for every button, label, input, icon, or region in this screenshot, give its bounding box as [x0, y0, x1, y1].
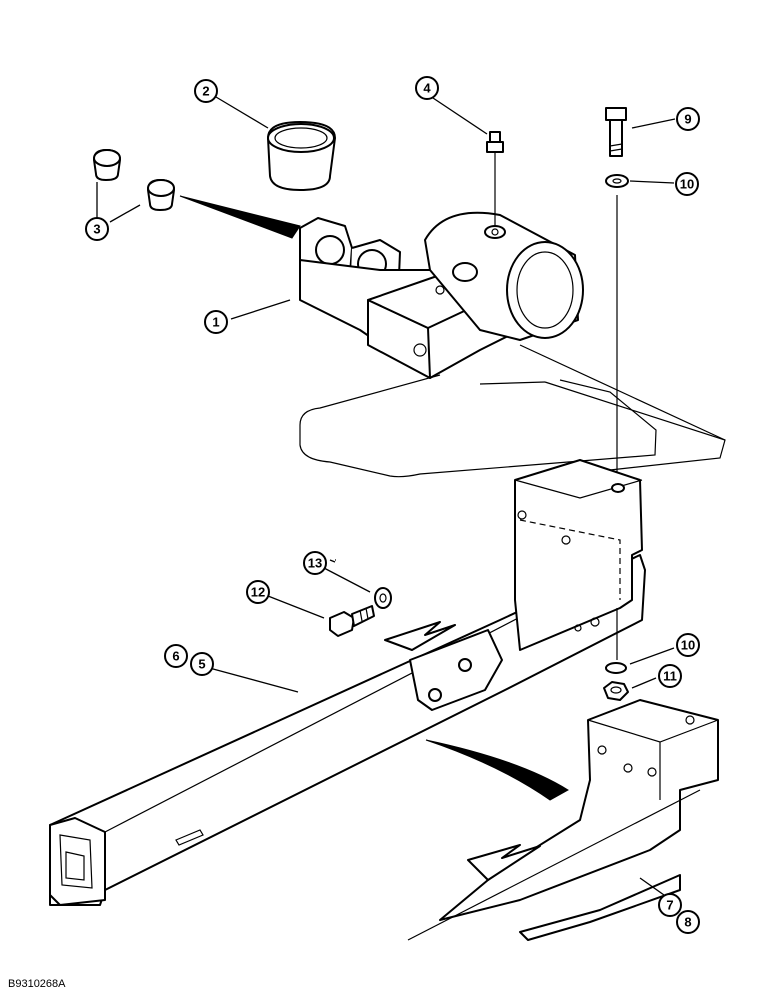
- bolt-9: [605, 107, 627, 157]
- reference-outline: [299, 344, 726, 478]
- direction-arrow-upper: [179, 195, 301, 239]
- callout-circle: [415, 76, 439, 100]
- callout-circle: [675, 172, 699, 196]
- callout-c2: 2: [194, 79, 218, 103]
- callout-label: 10: [680, 177, 694, 192]
- callout-label: 1: [212, 315, 219, 330]
- callout-circle: [303, 551, 327, 575]
- callout-label: 9: [684, 112, 691, 127]
- callout-label: 2: [202, 84, 209, 99]
- callout-c1: 1: [204, 310, 228, 334]
- bushing-lower: [147, 179, 175, 211]
- leader-lines: [96, 96, 676, 896]
- callout-c10b: 10: [676, 633, 700, 657]
- callout-c7: 7: [658, 893, 682, 917]
- callout-circle: [204, 310, 228, 334]
- callout-circle: [676, 107, 700, 131]
- bearing-sleeve: [267, 121, 336, 191]
- callout-circle: [194, 79, 218, 103]
- callout-c12: 12: [246, 580, 270, 604]
- callout-circle: [85, 217, 109, 241]
- pivot-housing: [299, 211, 584, 379]
- lower-beam: [407, 699, 719, 941]
- callout-label: 10: [681, 638, 695, 653]
- callout-circle: [190, 652, 214, 676]
- callout-c13: 13: [303, 551, 327, 575]
- callout-circle: [658, 664, 682, 688]
- callout-label: 11: [663, 669, 677, 684]
- callout-c4: 4: [415, 76, 439, 100]
- callout-label: 13: [308, 556, 322, 571]
- bolt-12: [329, 605, 375, 637]
- callout-circle: [658, 893, 682, 917]
- callout-c11: 11: [658, 664, 682, 688]
- callout-label: 4: [423, 81, 431, 96]
- washer-10-lower: [605, 662, 627, 674]
- callout-label: 8: [684, 915, 691, 930]
- callout-c3: 3: [85, 217, 109, 241]
- callout-label: 12: [251, 585, 265, 600]
- callout-c8: 8: [676, 910, 700, 934]
- callout-circle: [676, 633, 700, 657]
- direction-arrow-lower: [425, 739, 569, 801]
- callout-circle: [164, 644, 188, 668]
- callout-label: 7: [666, 898, 673, 913]
- washer-10-upper: [605, 174, 629, 188]
- callout-circle: [246, 580, 270, 604]
- callout-label: 6: [172, 649, 179, 664]
- grease-fitting: [486, 131, 504, 226]
- callout-label: 5: [198, 657, 205, 672]
- bushing-upper: [93, 149, 121, 181]
- nut-11: [603, 681, 629, 701]
- callout-c10a: 10: [675, 172, 699, 196]
- callout-c9: 9: [676, 107, 700, 131]
- callout-c6: 6: [164, 644, 188, 668]
- figure-code: B9310268A: [8, 978, 66, 990]
- washer-13: [374, 587, 392, 609]
- callout-label: 3: [93, 222, 100, 237]
- callout-circle: [676, 910, 700, 934]
- main-beam: [49, 459, 646, 906]
- callout-c5: 5: [190, 652, 214, 676]
